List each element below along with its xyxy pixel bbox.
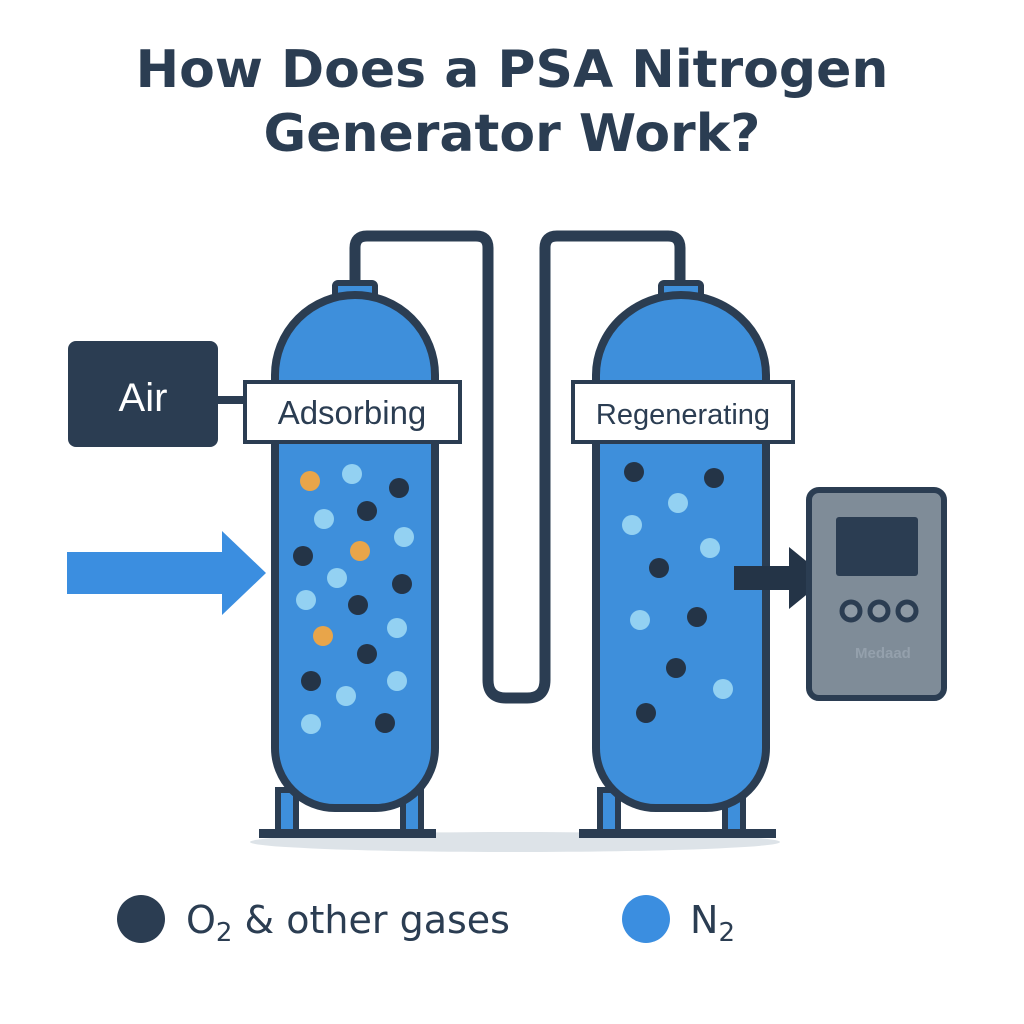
o2-dot	[357, 644, 377, 664]
device-screen	[836, 517, 918, 576]
o2-dot	[704, 468, 724, 488]
air-inlet-arrow-icon	[67, 531, 266, 615]
orange-dot	[300, 471, 320, 491]
o2-dot	[687, 607, 707, 627]
legend-o2-label: O2 & other gases	[186, 898, 510, 948]
n2-dot	[622, 515, 642, 535]
n2-dot	[342, 464, 362, 484]
n2-dot	[296, 590, 316, 610]
device-knob	[839, 599, 863, 623]
legend-n2-label: N2	[690, 898, 735, 948]
n2-dot	[387, 671, 407, 691]
o2-dot	[649, 558, 669, 578]
o2-dot	[375, 713, 395, 733]
legend-o2-sub: 2	[216, 918, 233, 948]
device-knob	[895, 599, 919, 623]
o2-dot	[666, 658, 686, 678]
o2-dot	[348, 595, 368, 615]
tank-body	[592, 291, 770, 812]
title-line-2: Generator Work?	[263, 104, 761, 164]
n2-dot	[394, 527, 414, 547]
n2-dot	[301, 714, 321, 734]
legend-n2-sub: 2	[718, 918, 735, 948]
adsorbing-label-box	[243, 380, 462, 444]
o2-dot	[389, 478, 409, 498]
floor-line	[259, 829, 436, 838]
output-arrow-icon	[734, 547, 827, 609]
adsorbing-tank	[271, 280, 439, 838]
n2-dot	[713, 679, 733, 699]
legend: O2 & other gases N2	[117, 895, 735, 948]
floor-line	[579, 829, 776, 838]
control-panel-device-icon: Medaad	[806, 487, 947, 701]
regenerating-tank	[592, 280, 770, 838]
air-label: Air	[119, 376, 168, 420]
o2-dot	[301, 671, 321, 691]
adsorbing-label: Adsorbing	[278, 394, 427, 431]
legend-o2-main: O	[186, 898, 216, 942]
orange-dot	[313, 626, 333, 646]
orange-dot	[350, 541, 370, 561]
legend-n2-main: N	[690, 898, 718, 942]
n2-dot	[327, 568, 347, 588]
legend-o2-rest: & other gases	[232, 898, 510, 942]
n2-dot	[668, 493, 688, 513]
o2-dot	[357, 501, 377, 521]
o2-dot	[624, 462, 644, 482]
connecting-pipe	[349, 230, 686, 704]
n2-dot	[387, 618, 407, 638]
n2-dot	[336, 686, 356, 706]
regenerating-label-box	[571, 380, 795, 444]
n2-dot	[700, 538, 720, 558]
n2-dot	[630, 610, 650, 630]
o2-dot	[636, 703, 656, 723]
device-knob	[867, 599, 891, 623]
o2-dot	[293, 546, 313, 566]
n2-dot	[314, 509, 334, 529]
device-watermark: Medaad	[855, 645, 911, 662]
title-line-1: How Does a PSA Nitrogen	[135, 40, 889, 100]
page-title: How Does a PSA Nitrogen Generator Work?	[0, 38, 1024, 166]
regenerating-label: Regenerating	[596, 399, 770, 431]
air-box	[68, 341, 218, 447]
legend-n2-swatch	[622, 895, 670, 943]
tank-leg	[275, 787, 299, 838]
legend-o2-swatch	[117, 895, 165, 943]
o2-dot	[392, 574, 412, 594]
